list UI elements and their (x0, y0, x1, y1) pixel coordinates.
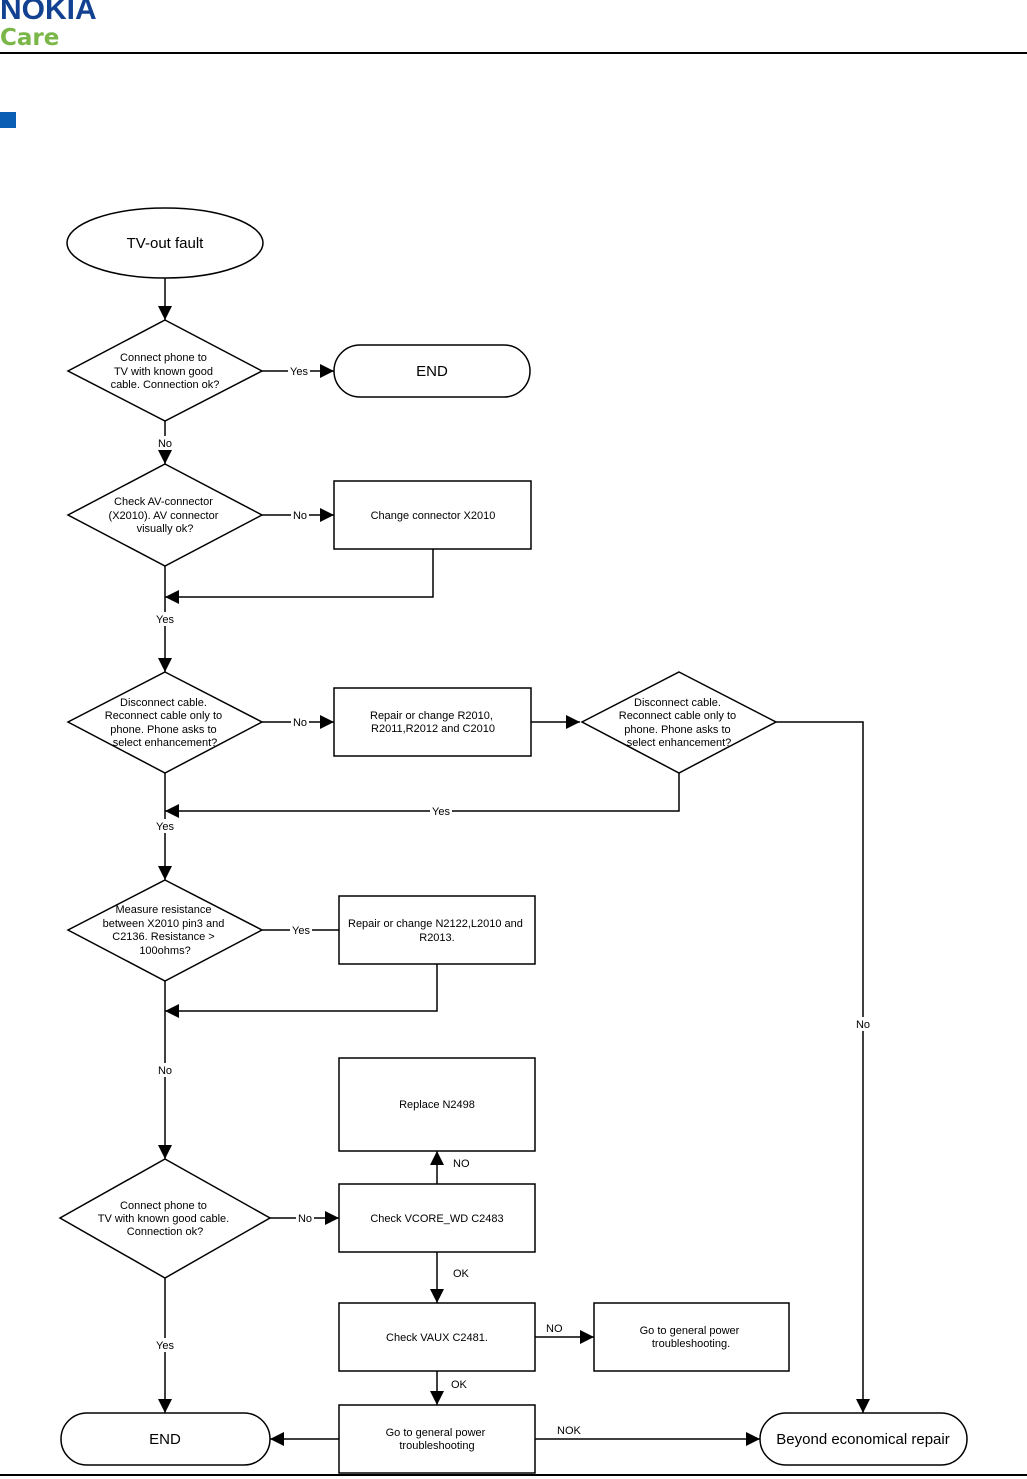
d2-line-1: Check AV-connector (114, 496, 213, 508)
decision-d2: Check AV-connector (X2010). AV connector… (66, 463, 264, 567)
process-check-vcore: Check VCORE_WD C2483 (338, 1183, 536, 1253)
decision-d3: Disconnect cable. Reconnect cable only t… (66, 671, 264, 774)
d3b-line-4: select enhancement? (627, 737, 732, 749)
d4-line-4: 100ohms? (139, 945, 190, 957)
d1-line-2: TV with known good (114, 366, 213, 378)
process-repair-n2122: Repair or change N2122,L2010 and R2013. (338, 895, 536, 965)
label-d3-yes: Yes (156, 821, 174, 833)
svg-text:Repair or change R2010,: Repair or change R2010, R2011,R2012 and … (370, 710, 496, 735)
terminator-beyond-repair: Beyond economical repair (759, 1412, 968, 1466)
label-d2-no: No (293, 510, 307, 522)
connector-d3b-yes (165, 773, 680, 818)
vcore-label: Check VCORE_WD C2483 (370, 1213, 503, 1225)
power-right-line-1: Go to general power (640, 1325, 740, 1337)
d2-line-2: (X2010). AV connector (109, 510, 219, 522)
d3-line-2: Reconnect cable only to (105, 710, 222, 722)
change-connector-label: Change connector X2010 (371, 510, 496, 522)
d1-line-1: Connect phone to (120, 352, 207, 364)
label-d4-no: No (158, 1065, 172, 1077)
d3b-line-2: Reconnect cable only to (619, 710, 736, 722)
repair-n-line-1: Repair or change N2122,L2010 and (348, 918, 523, 930)
connector-d3b-no (776, 721, 870, 1413)
connector-change-back (165, 549, 434, 604)
d3b-line-1: Disconnect cable. (634, 697, 721, 709)
d1-line-3: cable. Connection ok? (111, 379, 220, 391)
d3-line-3: phone. Phone asks to (110, 724, 216, 736)
terminator-end-top: END (333, 344, 531, 398)
d5-line-3: Connection ok? (127, 1226, 203, 1238)
process-power-right: Go to general power troubleshooting. (593, 1302, 790, 1372)
care-wordmark: Care (0, 25, 60, 51)
svg-text:Connect phone to TV with: Connect phone to TV with known good cabl… (111, 352, 220, 391)
end-bottom-label: END (149, 1431, 181, 1448)
label-d3b-yes: Yes (432, 806, 450, 818)
label-vaux-ok: OK (451, 1379, 468, 1391)
svg-text:Go to general power trou: Go to general power troubleshooting (386, 1427, 489, 1452)
d5-line-1: Connect phone to (120, 1200, 207, 1212)
label-d2-yes: Yes (156, 614, 174, 626)
d4-line-3: C2136. Resistance > (112, 931, 214, 943)
connector-repair-n-back (165, 964, 438, 1018)
beyond-repair-label: Beyond economical repair (776, 1431, 949, 1448)
svg-text:Disconnect cable. Reconn: Disconnect cable. Reconnect cable only t… (105, 697, 225, 749)
d5-line-2: TV with known good cable. (98, 1213, 229, 1225)
repair-n-line-2: R2013. (419, 932, 454, 944)
process-change-connector: Change connector X2010 (333, 480, 532, 550)
label-vaux-no: NO (546, 1323, 563, 1335)
label-d1-no: No (158, 438, 172, 450)
svg-text:Disconnect cable. Reconn: Disconnect cable. Reconnect cable only t… (619, 697, 739, 749)
end-top-label: END (416, 363, 448, 380)
svg-text:Repair or change N2122,L2010 a: Repair or change N2122,L2010 and R2013. (348, 918, 526, 944)
svg-text:Measure resistance betwe: Measure resistance between X2010 pin3 an… (103, 904, 228, 957)
connectors (158, 278, 870, 1446)
label-d3-no: No (293, 717, 307, 729)
process-replace-n2498: Replace N2498 (338, 1057, 536, 1152)
terminator-start: TV-out fault (66, 207, 264, 279)
d3-line-4: select enhancement? (113, 737, 218, 749)
d3-line-1: Disconnect cable. (120, 697, 207, 709)
label-d3b-no: No (856, 1019, 870, 1031)
decision-d3b: Disconnect cable. Reconnect cable only t… (580, 671, 778, 774)
process-repair-resistors: Repair or change R2010, R2011,R2012 and … (333, 687, 532, 757)
decision-d1: Connect phone to TV with known good cabl… (66, 319, 264, 422)
nokia-wordmark: NOKIA (0, 0, 97, 26)
power-bottom-line-1: Go to general power (386, 1427, 486, 1439)
label-d4-yes: Yes (292, 925, 310, 937)
label-power-nok: NOK (557, 1425, 582, 1437)
label-d1-yes: Yes (290, 366, 308, 378)
d4-line-1: Measure resistance (115, 904, 211, 916)
label-d5-no: No (298, 1213, 312, 1225)
power-right-line-2: troubleshooting. (652, 1338, 730, 1350)
label-vcore-ok: OK (453, 1268, 470, 1280)
decision-d5: Connect phone to TV with known good cabl… (58, 1158, 272, 1279)
edge-labels: Yes No No Yes No Yes Yes No Yes No No Ye… (154, 364, 872, 1437)
process-power-bottom: Go to general power troubleshooting (338, 1404, 536, 1474)
decision-d4: Measure resistance between X2010 pin3 an… (66, 879, 264, 982)
svg-text:Check AV-connector (X201: Check AV-connector (X2010). AV connector… (109, 496, 222, 535)
d3b-line-3: phone. Phone asks to (624, 724, 730, 736)
svg-text:Go to general power trou: Go to general power troubleshooting. (640, 1325, 743, 1350)
replace-n2498-label: Replace N2498 (399, 1099, 475, 1111)
repair-r-line-2: R2011,R2012 and C2010 (371, 723, 495, 735)
power-bottom-line-2: troubleshooting (399, 1440, 474, 1452)
d4-line-2: between X2010 pin3 and (103, 918, 225, 930)
d2-line-3: visually ok? (137, 523, 194, 535)
process-check-vaux: Check VAUX C2481. (338, 1302, 536, 1372)
footer-rule (0, 1474, 1027, 1476)
vaux-label: Check VAUX C2481. (386, 1332, 488, 1344)
label-vcore-no: NO (453, 1158, 470, 1170)
terminator-end-bottom: END (60, 1412, 271, 1466)
start-label: TV-out fault (127, 235, 205, 252)
repair-r-line-1: Repair or change R2010, (370, 710, 493, 722)
label-d5-yes: Yes (156, 1340, 174, 1352)
svg-text:Connect phone to TV with: Connect phone to TV with known good cabl… (98, 1200, 233, 1238)
header-rule (0, 52, 1027, 54)
section-marker-icon (0, 112, 16, 128)
